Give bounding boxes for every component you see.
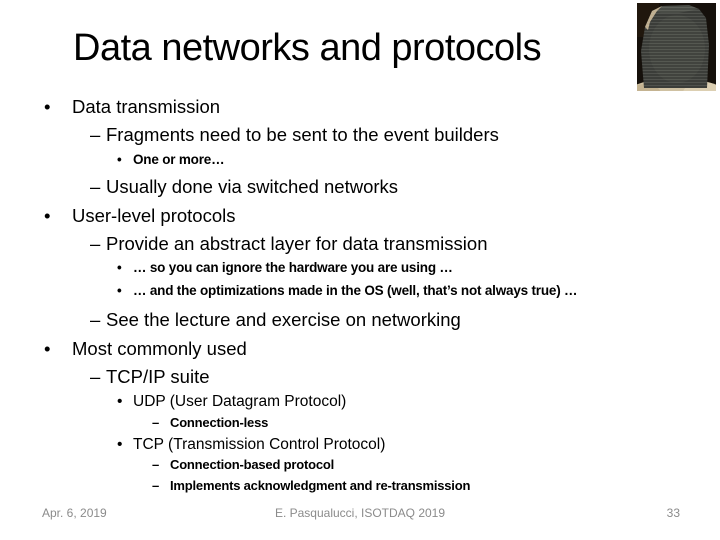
bullet-item: –See the lecture and exercise on network…: [90, 309, 461, 330]
bullet-icon: •: [117, 260, 122, 275]
bullet-item: • Most commonly used: [44, 338, 247, 359]
bullet-item: –Connection-less: [152, 416, 268, 430]
bullet-text: One or more…: [133, 152, 225, 167]
bullet-item: • … so you can ignore the hardware you ar…: [117, 260, 453, 275]
dash-icon: –: [90, 124, 101, 145]
bullet-item: • UDP (User Datagram Protocol): [117, 393, 347, 410]
bullet-item: –Fragments need to be sent to the event …: [90, 124, 499, 145]
bullet-item: • … and the optimizations made in the OS …: [117, 283, 578, 298]
bullet-text: Connection-less: [170, 415, 269, 430]
bullet-icon: •: [117, 283, 122, 298]
bullet-icon: •: [44, 205, 51, 226]
bullet-item: • Data transmission: [44, 96, 221, 117]
bullet-text: Connection-based protocol: [170, 457, 335, 472]
footer-date: Apr. 6, 2019: [42, 506, 107, 520]
bullet-icon: •: [117, 393, 123, 410]
dash-icon: –: [90, 309, 101, 330]
bullet-text: Implements acknowledgment and re-transmi…: [170, 478, 471, 493]
bullet-icon: •: [44, 338, 51, 359]
bullet-item: –TCP/IP suite: [90, 366, 210, 387]
bullet-text: See the lecture and exercise on networki…: [106, 309, 461, 330]
bullet-icon: •: [117, 436, 123, 453]
rosetta-stone-image: [637, 3, 716, 91]
bullet-item: –Connection-based protocol: [152, 458, 334, 472]
bullet-text: User-level protocols: [72, 205, 236, 226]
bullet-text: … and the optimizations made in the OS (…: [133, 283, 578, 298]
dash-icon: –: [90, 366, 101, 387]
bullet-item: –Usually done via switched networks: [90, 176, 399, 197]
bullet-text: Data transmission: [72, 96, 221, 117]
bullet-text: TCP (Transmission Control Protocol): [133, 436, 386, 453]
bullet-icon: •: [117, 152, 122, 167]
bullet-text: … so you can ignore the hardware you are…: [133, 260, 453, 275]
bullet-item: • TCP (Transmission Control Protocol): [117, 436, 386, 453]
footer-page-number: 33: [666, 506, 680, 520]
bullet-icon: •: [44, 96, 51, 117]
dash-icon: –: [152, 478, 160, 493]
bullet-item: • One or more…: [117, 152, 225, 167]
dash-icon: –: [152, 457, 160, 472]
bullet-item: –Implements acknowledgment and re-transm…: [152, 479, 470, 493]
dash-icon: –: [152, 415, 160, 430]
slide-title: Data networks and protocols: [73, 27, 542, 69]
bullet-item: –Provide an abstract layer for data tran…: [90, 233, 488, 254]
bullet-text: UDP (User Datagram Protocol): [133, 393, 347, 410]
bullet-text: TCP/IP suite: [106, 366, 210, 387]
bullet-item: • User-level protocols: [44, 205, 236, 226]
bullet-text: Most commonly used: [72, 338, 247, 359]
bullet-text: Usually done via switched networks: [106, 176, 399, 197]
dash-icon: –: [90, 233, 101, 254]
bullet-text: Fragments need to be sent to the event b…: [106, 124, 499, 145]
dash-icon: –: [90, 176, 101, 197]
bullet-text: Provide an abstract layer for data trans…: [106, 233, 488, 254]
footer-credit: E. Pasqualucci, ISOTDAQ 2019: [274, 506, 446, 520]
